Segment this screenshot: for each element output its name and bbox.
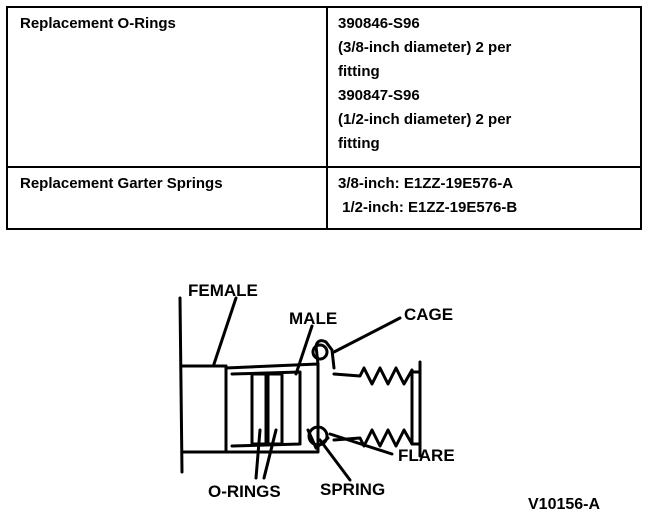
part-number-line: fitting <box>338 63 380 80</box>
table-row: Replacement Garter Springs 3/8-inch: E1Z… <box>6 166 642 230</box>
male-leader <box>294 324 314 376</box>
part-name-cell: Replacement O-Rings <box>6 6 328 168</box>
part-number-line: (3/8-inch diameter) 2 per <box>338 39 512 56</box>
part-number-line: 390846-S96 <box>338 15 420 32</box>
part-name: Replacement Garter Springs <box>20 175 223 192</box>
female-socket-body <box>224 362 320 454</box>
male-label: MALE <box>289 309 338 328</box>
part-number-line: 3/8-inch: E1ZZ-19E576-A <box>338 175 514 192</box>
part-number-cell: 390846-S96 (3/8-inch diameter) 2 per fit… <box>326 6 642 168</box>
parts-table: Replacement O-Rings 390846-S96 (3/8-inch… <box>6 6 642 230</box>
o-rings-label: O-RINGS <box>208 482 281 501</box>
o-rings-leader <box>254 428 262 480</box>
female-label: FEMALE <box>188 281 258 300</box>
flare-leader <box>328 432 394 456</box>
flare-label: FLARE <box>398 446 455 465</box>
garter-spring-top <box>311 343 329 361</box>
female-leader <box>212 296 238 366</box>
part-number-line: fitting <box>338 135 380 152</box>
o-ring-groove <box>266 372 284 446</box>
part-name: Replacement O-Rings <box>20 15 176 32</box>
figure-id: V10156-A <box>528 496 601 513</box>
o-rings-leader <box>262 428 278 480</box>
cage-label: CAGE <box>404 305 454 324</box>
part-number-line: (1/2-inch diameter) 2 per <box>338 111 512 128</box>
part-name-cell: Replacement Garter Springs <box>6 166 328 230</box>
part-number-cell: 3/8-inch: E1ZZ-19E576-A 1/2-inch: E1ZZ-1… <box>326 166 642 230</box>
cage-bottom <box>306 428 330 450</box>
spring-label: SPRING <box>320 480 386 499</box>
part-number-line: 1/2-inch: E1ZZ-19E576-B <box>338 199 518 216</box>
spring-leader <box>318 438 352 482</box>
part-number-line: 390847-S96 <box>338 87 420 104</box>
section-edge-line <box>178 296 184 474</box>
cage-leader <box>332 316 402 354</box>
table-row: Replacement O-Rings 390846-S96 (3/8-inch… <box>6 6 642 168</box>
male-tube-flare <box>332 366 414 448</box>
